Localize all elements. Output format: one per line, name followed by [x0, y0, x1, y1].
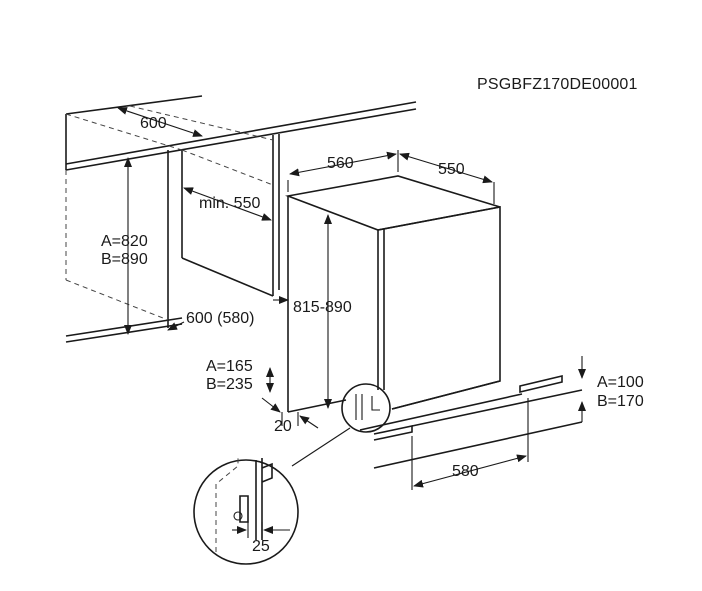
- label-plinth-right-a: A=100: [597, 374, 644, 391]
- label-plinth-right-b: B=170: [597, 393, 644, 410]
- label-niche-depth: 600 (580): [186, 310, 255, 327]
- detail-magnifier: [193, 456, 299, 565]
- label-niche-height-b: B=890: [101, 251, 148, 268]
- label-plinth-b: B=235: [206, 376, 253, 393]
- label-offset-20: 20: [274, 418, 292, 435]
- label-niche-height-a: A=820: [101, 233, 148, 250]
- label-plinth-a: A=165: [206, 358, 253, 375]
- label-plinth-width: 580: [452, 463, 479, 480]
- plinth-strips: [373, 374, 583, 469]
- label-detail-25: 25: [252, 538, 270, 555]
- niche-hidden-edges: [65, 105, 274, 321]
- product-code: PSGBFZ170DE00001: [477, 76, 638, 93]
- worktop: [65, 95, 417, 171]
- label-unit-height: 815-890: [293, 299, 352, 316]
- label-min-depth: min. 550: [199, 195, 260, 212]
- detail-leader-line: [291, 427, 351, 467]
- label-unit-width: 560: [327, 155, 354, 172]
- detail-marker-circle: [341, 383, 391, 433]
- label-niche-width: 600: [140, 115, 167, 132]
- appliance-body: [285, 175, 523, 431]
- dimension-lines: [117, 107, 586, 490]
- label-unit-depth: 550: [438, 161, 465, 178]
